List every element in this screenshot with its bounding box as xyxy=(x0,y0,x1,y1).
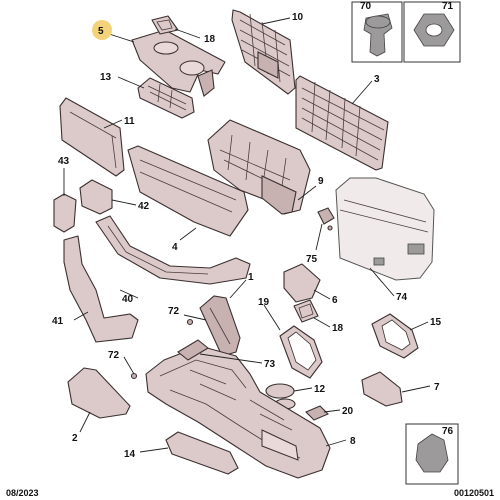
callout-highlight xyxy=(92,20,112,40)
callout-1: 1 xyxy=(248,272,254,283)
part-71-box xyxy=(403,1,461,63)
part-5-shifter-bezel xyxy=(131,29,226,97)
part-70-box xyxy=(351,1,403,63)
callout-2: 2 xyxy=(72,433,78,444)
callout-20: 20 xyxy=(342,406,354,417)
callout-7: 7 xyxy=(434,382,440,393)
callout-18-top: 18 xyxy=(204,34,216,45)
part-13-shifter-guide xyxy=(137,77,195,119)
callout-9: 9 xyxy=(318,176,324,187)
callout-75: 75 xyxy=(306,254,318,265)
callout-41: 41 xyxy=(52,316,64,327)
part-10-side-panel xyxy=(231,9,296,95)
part-18-clip-middle xyxy=(293,299,319,323)
part-41-vertical-duct xyxy=(63,235,139,343)
callout-74: 74 xyxy=(396,292,408,303)
part-4-left-side-panel xyxy=(127,145,249,237)
footer-date: 08/2023 xyxy=(6,488,39,498)
callout-8: 8 xyxy=(350,436,356,447)
callout-10: 10 xyxy=(292,12,304,23)
callout-14: 14 xyxy=(124,449,136,460)
part-6-shift-knob xyxy=(283,263,321,303)
callout-6: 6 xyxy=(332,295,338,306)
footer-reference: 00120501 xyxy=(453,488,494,498)
callout-5: 5 xyxy=(98,26,104,37)
part-11-left-panel xyxy=(59,97,125,177)
part-75-connector xyxy=(317,207,335,225)
callout-71: 71 xyxy=(442,1,454,12)
callout-42: 42 xyxy=(138,201,150,212)
part-42-duct xyxy=(79,179,113,215)
callout-70: 70 xyxy=(360,1,372,12)
callout-40: 40 xyxy=(122,294,134,305)
callout-19: 19 xyxy=(258,297,270,308)
callout-73: 73 xyxy=(264,359,276,370)
callout-15: 15 xyxy=(430,317,442,328)
part-20-cover xyxy=(305,405,329,421)
callout-3: 3 xyxy=(374,74,380,85)
callout-11: 11 xyxy=(124,116,135,127)
part-74-armrest xyxy=(335,177,435,281)
callout-4: 4 xyxy=(172,242,178,253)
callout-72-lower: 72 xyxy=(108,350,120,361)
part-8-console-body xyxy=(145,339,331,479)
callout-labels: 5 18 10 70 71 13 3 11 43 9 42 4 75 74 1 … xyxy=(52,1,454,460)
leader-lines xyxy=(63,17,431,453)
callout-18-middle: 18 xyxy=(332,323,344,334)
callout-13: 13 xyxy=(100,72,112,83)
part-7-plate xyxy=(361,371,403,407)
callout-72-upper: 72 xyxy=(168,306,180,317)
part-19-ring xyxy=(279,325,323,379)
part-14-floor-plate xyxy=(165,431,239,475)
callout-76: 76 xyxy=(442,426,454,437)
part-2-end-cover xyxy=(67,367,131,419)
part-15-bezel xyxy=(371,313,419,359)
part-9-center-frame xyxy=(207,119,311,215)
callout-12: 12 xyxy=(314,384,326,395)
part-18-clip xyxy=(151,15,179,35)
part-40-long-duct xyxy=(95,215,251,285)
part-3-right-panel xyxy=(295,75,389,171)
part-76-box xyxy=(405,423,459,485)
callout-43: 43 xyxy=(58,156,70,167)
part-43-duct xyxy=(53,193,77,233)
